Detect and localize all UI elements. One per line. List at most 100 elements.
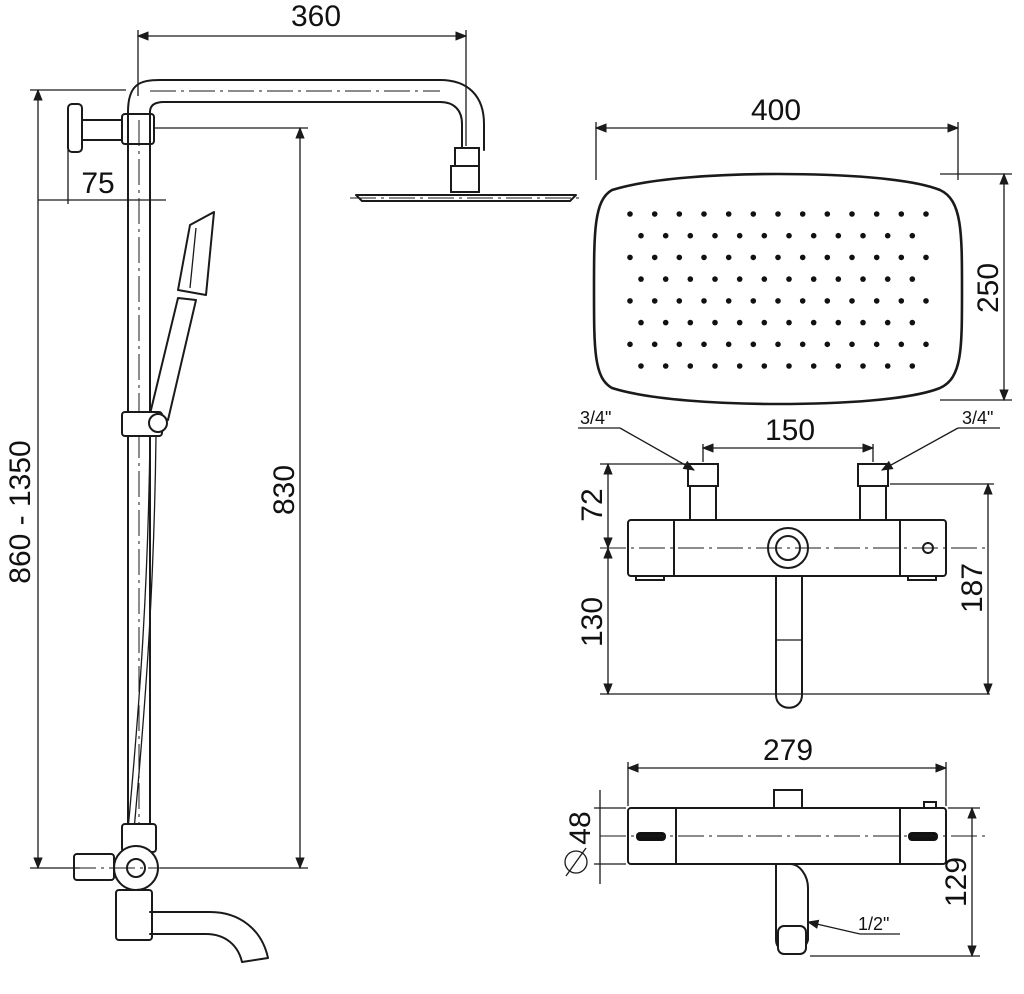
nozzle-dot bbox=[638, 319, 644, 326]
inlet-left-callout: 3/4" bbox=[578, 408, 696, 471]
nozzle-dot bbox=[687, 276, 694, 282]
nozzle-dot bbox=[712, 276, 718, 282]
nozzle-dot bbox=[923, 254, 929, 261]
nozzle-dot bbox=[849, 298, 855, 304]
spout-thread-label: 1/2" bbox=[858, 914, 889, 934]
dim-body-length: 279 bbox=[626, 734, 948, 806]
dim-arm-length: 360 bbox=[136, 0, 468, 146]
nozzle-dot bbox=[824, 211, 831, 217]
nozzle-dot bbox=[725, 298, 732, 304]
nozzle-dot bbox=[898, 341, 905, 348]
nozzle-dot bbox=[736, 363, 743, 369]
side-mixer bbox=[70, 823, 269, 963]
nozzle-dot bbox=[775, 211, 781, 217]
nozzle-dot bbox=[687, 232, 694, 239]
dim-head-width: 400 bbox=[594, 94, 960, 180]
dim-body-height: 187 bbox=[890, 482, 994, 696]
dim-wall-offset: 75 bbox=[38, 150, 166, 204]
nozzle-dot bbox=[923, 341, 929, 348]
nozzle-dot bbox=[884, 363, 891, 369]
nozzle-dot bbox=[810, 319, 817, 326]
nozzle-dot bbox=[786, 319, 792, 326]
nozzle-dot bbox=[701, 254, 707, 261]
nozzle-dot bbox=[662, 319, 669, 326]
dim-body-bottom-label: 130 bbox=[576, 597, 609, 647]
nozzle-dot bbox=[873, 298, 880, 304]
nozzle-dot bbox=[651, 211, 658, 217]
nozzle-dot bbox=[750, 211, 757, 217]
inlet-right-callout: 3/4" bbox=[880, 408, 1000, 471]
nozzle-dot bbox=[750, 298, 757, 304]
dim-body-height-label: 187 bbox=[956, 563, 989, 613]
nozzle-dot bbox=[651, 254, 658, 261]
nozzle-dot bbox=[627, 211, 633, 217]
nozzle-dot bbox=[638, 363, 644, 369]
nozzle-dot bbox=[712, 319, 718, 326]
dim-body-length-label: 279 bbox=[763, 734, 813, 767]
nozzle-dot bbox=[662, 232, 669, 239]
nozzle-dot bbox=[884, 276, 891, 282]
nozzle-dot bbox=[701, 341, 707, 348]
nozzle-dot bbox=[725, 254, 732, 261]
nozzle-dot bbox=[824, 298, 831, 304]
inlet-right-label: 3/4" bbox=[962, 408, 993, 428]
nozzle-dot bbox=[775, 341, 781, 348]
nozzle-dot bbox=[786, 276, 792, 282]
dim-spout-drop: 129 bbox=[810, 806, 980, 958]
dim-body-vertical: 72 130 bbox=[576, 462, 990, 696]
nozzle-dot bbox=[687, 363, 694, 369]
nozzle-dot bbox=[909, 232, 916, 239]
nozzle-dot bbox=[898, 254, 905, 261]
nozzle-dot bbox=[638, 276, 644, 282]
dim-rail-height-label: 830 bbox=[268, 465, 301, 515]
nozzle-dot bbox=[860, 232, 866, 239]
wall-bracket bbox=[67, 103, 155, 153]
nozzle-dot bbox=[923, 298, 929, 304]
nozzle-dot bbox=[824, 254, 831, 261]
nozzle-dot bbox=[627, 254, 633, 261]
nozzle-dot bbox=[835, 232, 842, 239]
nozzle-dot bbox=[676, 298, 683, 304]
nozzle-dot bbox=[687, 319, 694, 326]
nozzle-dot bbox=[712, 232, 718, 239]
riser-rail bbox=[127, 111, 151, 831]
nozzle-dot bbox=[810, 363, 817, 369]
mixer-bottom-view: 279 48 129 1/2" bbox=[564, 734, 990, 958]
nozzle-dot bbox=[750, 341, 757, 348]
nozzle-dot bbox=[786, 232, 792, 239]
nozzle-dot bbox=[662, 276, 669, 282]
nozzle-dot bbox=[810, 232, 817, 239]
nozzle-dot bbox=[701, 298, 707, 304]
nozzle-dot bbox=[736, 276, 743, 282]
dim-body-diameter: 48 bbox=[564, 790, 626, 884]
nozzle-dot bbox=[835, 363, 842, 369]
nozzle-dot bbox=[775, 298, 781, 304]
hand-shower bbox=[121, 211, 215, 831]
shower-head-side bbox=[350, 194, 580, 202]
shower-arm bbox=[127, 79, 485, 193]
nozzle-dot bbox=[676, 254, 683, 261]
nozzle-dot bbox=[835, 319, 842, 326]
spout-thread-callout: 1/2" bbox=[806, 914, 900, 935]
nozzle-dot bbox=[638, 232, 644, 239]
nozzle-dot bbox=[898, 211, 905, 217]
nozzle-dot bbox=[775, 254, 781, 261]
nozzle-dot bbox=[799, 341, 806, 348]
shower-head-top-view: 400 250 bbox=[592, 94, 1012, 406]
nozzle-dot bbox=[725, 211, 732, 217]
nozzle-dot bbox=[651, 298, 658, 304]
nozzle-dot bbox=[627, 298, 633, 304]
nozzle-dot bbox=[835, 276, 842, 282]
nozzle-dot bbox=[873, 211, 880, 217]
dim-total-height: 860 - 1350 bbox=[4, 88, 126, 870]
nozzle-dot bbox=[884, 319, 891, 326]
mixer-front-view: 150 3/4" 3/4" 72 130 187 bbox=[576, 408, 1000, 709]
nozzle-dot bbox=[799, 254, 806, 261]
nozzle-dot bbox=[627, 341, 633, 348]
dim-spout-drop-label: 129 bbox=[940, 857, 973, 907]
nozzle-grid bbox=[627, 211, 929, 369]
nozzle-dot bbox=[786, 363, 792, 369]
nozzle-dot bbox=[736, 232, 743, 239]
dim-body-diameter-label: 48 bbox=[564, 811, 597, 844]
nozzle-dot bbox=[873, 341, 880, 348]
